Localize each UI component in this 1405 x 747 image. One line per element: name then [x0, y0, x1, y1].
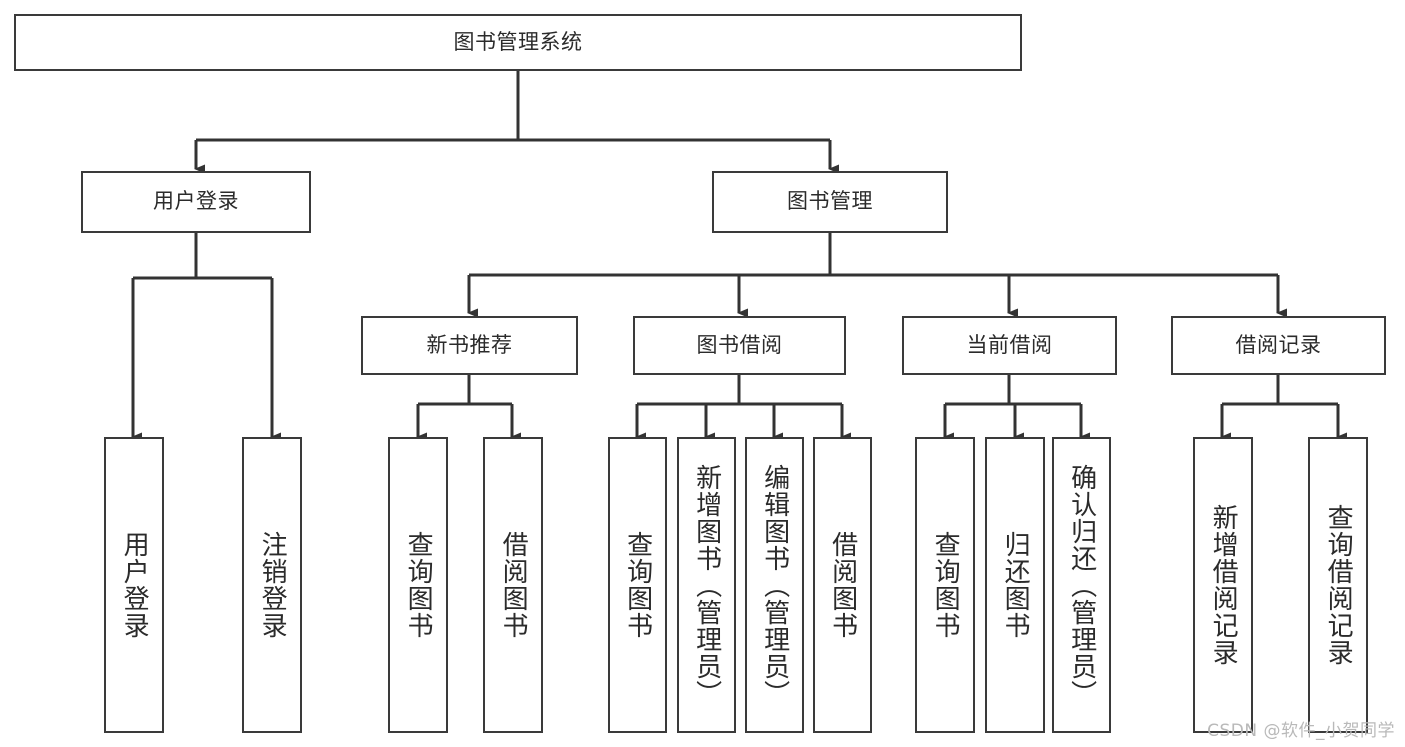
node-leaf-borrow-book-2-label: 借阅图书	[827, 531, 858, 639]
node-leaf-add-record[interactable]: 新增借阅记录	[1193, 437, 1253, 733]
node-book-borrow[interactable]: 图书借阅	[633, 316, 846, 375]
node-current-borrow[interactable]: 当前借阅	[902, 316, 1117, 375]
node-new-book-recommend[interactable]: 新书推荐	[361, 316, 578, 375]
node-root[interactable]: 图书管理系统	[14, 14, 1022, 71]
node-leaf-query-book-1-label: 查询图书	[403, 531, 434, 639]
node-root-label: 图书管理系统	[453, 29, 583, 54]
node-leaf-query-book-3-label: 查询图书	[930, 531, 961, 639]
node-leaf-user-login[interactable]: 用户登录	[104, 437, 164, 733]
node-leaf-edit-book-label: 编辑图书（管理员）	[759, 463, 790, 707]
node-leaf-edit-book[interactable]: 编辑图书（管理员）	[745, 437, 804, 733]
node-leaf-borrow-book-2[interactable]: 借阅图书	[813, 437, 872, 733]
node-leaf-add-book[interactable]: 新增图书（管理员）	[677, 437, 736, 733]
node-leaf-borrow-book-1-label: 借阅图书	[498, 531, 529, 639]
node-leaf-confirm-return-label: 确认归还（管理员）	[1066, 463, 1097, 707]
node-book-management[interactable]: 图书管理	[712, 171, 948, 233]
node-current-borrow-label: 当前借阅	[966, 332, 1053, 357]
node-new-book-recommend-label: 新书推荐	[426, 332, 513, 357]
node-leaf-borrow-book-1[interactable]: 借阅图书	[483, 437, 543, 733]
node-user-login-label: 用户登录	[153, 189, 239, 214]
node-leaf-logout-login[interactable]: 注销登录	[242, 437, 302, 733]
node-user-login[interactable]: 用户登录	[81, 171, 311, 233]
node-leaf-confirm-return[interactable]: 确认归还（管理员）	[1052, 437, 1111, 733]
node-leaf-query-book-2[interactable]: 查询图书	[608, 437, 667, 733]
csdn-watermark: CSDN @软件_小贺同学	[1207, 721, 1395, 741]
node-book-borrow-label: 图书借阅	[696, 332, 783, 357]
node-leaf-query-book-3[interactable]: 查询图书	[915, 437, 975, 733]
node-leaf-return-book-label: 归还图书	[1000, 531, 1031, 639]
node-borrow-record[interactable]: 借阅记录	[1171, 316, 1386, 375]
node-leaf-add-record-label: 新增借阅记录	[1208, 504, 1239, 666]
node-book-management-label: 图书管理	[787, 189, 873, 214]
node-leaf-logout-login-label: 注销登录	[257, 531, 288, 639]
node-leaf-query-book-1[interactable]: 查询图书	[388, 437, 448, 733]
node-leaf-query-record-label: 查询借阅记录	[1323, 504, 1354, 666]
node-leaf-add-book-label: 新增图书（管理员）	[691, 463, 722, 707]
node-leaf-user-login-label: 用户登录	[119, 531, 150, 639]
node-leaf-query-book-2-label: 查询图书	[622, 531, 653, 639]
node-leaf-query-record[interactable]: 查询借阅记录	[1308, 437, 1368, 733]
node-borrow-record-label: 借阅记录	[1235, 332, 1322, 357]
node-leaf-return-book[interactable]: 归还图书	[985, 437, 1045, 733]
